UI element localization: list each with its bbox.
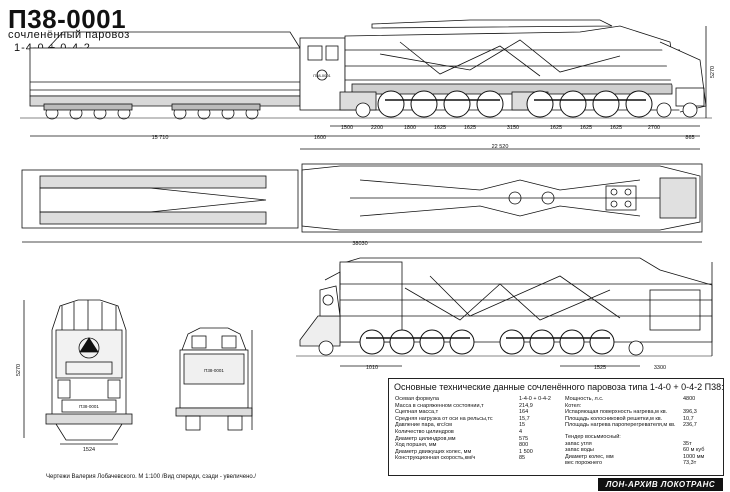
spec-key: Давление пара, кгс/см [395,422,452,429]
spec-row: Площадь колосниковой решетки,м кв. 10,7 [565,416,717,423]
side-view-bottom [296,257,713,367]
dim-865: 865 [685,135,694,141]
spec-row: Тендер восьмиосный: [565,434,717,441]
spec-row: Осевая формула 1-4-0 + 0-4-2 [395,396,553,403]
spec-row: вес порожнего 73,3т [565,460,717,467]
spec-key: Площадь нагрева пароперегревателя,м кв. [565,422,676,429]
rear-view [175,327,253,431]
side-view-top [20,19,712,150]
dim-2700: 2700 [648,125,660,131]
spec-key: Количество цилиндров [395,428,454,435]
spec-key: Тендер восьмиосный: [565,433,621,440]
front-plate: П38-0001 [79,404,99,409]
dim-1625-a: 1625 [434,125,446,131]
spec-value: 73,3т [683,460,697,467]
plan-view [21,163,703,243]
dim-1600: 1600 [314,135,326,141]
spec-value [683,434,717,441]
page-title: П38-0001 [8,4,127,34]
spec-key: Диаметр цилиндров,мм [395,435,456,442]
front-gauge: 1524 [83,447,95,453]
dim-1010: 1010 [366,365,378,371]
front-height: 5270 [16,364,22,376]
spec-value: 4800 [683,396,696,402]
spec-value: 396,3 [683,409,697,416]
spec-row: запас угля 35т [565,441,717,448]
spec-row: Испаряющая поверхность нагрева,м кв. 396,… [565,409,717,416]
spec-row: Конструкционная скорость,км/ч 85 [395,455,553,462]
dim-3150: 3150 [507,125,519,131]
spec-value: 10,7 [683,415,694,422]
dim-1500: 1500 [341,125,353,131]
spec-value: 4 [519,428,523,435]
spec-row: запас воды 60 м куб [565,447,717,454]
spec-row: Площадь нагрева пароперегревателя,м кв. 2… [565,422,717,429]
spec-value: 15 [519,422,526,429]
spec-key: вес порожнего [565,460,603,467]
spec-key: Котел: [565,402,582,409]
spec-row: Средняя нагрузка от оси на рельсы,тс 15,7 [395,416,553,423]
spec-value: 1-4-0 + 0-4-2 [519,396,551,402]
dim-overall-plan: 38030 [352,241,367,247]
spec-key: Средняя нагрузка от оси на рельсы,тс [395,415,493,422]
dim-22520: 22 520 [492,144,509,150]
specs-table: Основные технические данные сочленённого… [388,378,724,476]
rear-plate: П38-0001 [204,368,224,373]
spec-row: Диаметр движущих колес, мм 1 500 [395,449,553,456]
spec-key: Конструкционная скорость,км/ч [395,455,476,462]
spec-value: 85 [519,455,526,462]
spec-key: Диаметр движущих колес, мм [395,448,472,455]
dim-1625-d: 1625 [580,125,592,131]
spec-key: Диаметр колес, мм [565,453,614,460]
spec-key: Ход поршня, мм [395,442,437,449]
dim-2200: 2200 [371,125,383,131]
side-top-plate: П38-0001 [313,73,331,78]
specs-title: Основные технические данные сочленённого… [394,382,724,392]
spec-key: Осевая формула [395,396,439,402]
spec-row: Количество цилиндров 4 [395,429,553,436]
spec-value: 60 м куб [683,447,705,454]
dim-height-5270: 5270 [710,66,716,78]
spec-row: Мощность, л.с. 4800 [565,396,717,403]
spec-row: Сцепная масса,т 164 [395,409,553,416]
spec-value: 236,7 [683,422,697,429]
spec-value: 164 [519,409,529,416]
front-view [23,299,133,445]
dim-1625-c: 1625 [550,125,562,131]
spec-value: 214,9 [519,402,533,409]
spec-value: 1000 мм [683,453,705,460]
dim-15710: 15 710 [152,135,169,141]
spec-key: запас воды [565,447,594,454]
spec-value: 35т [683,440,692,447]
dim-3300: 3300 [654,365,666,371]
spec-row: Масса в снаряженном состоянии,т 214,9 [395,403,553,410]
spec-key: Мощность, л.с. [565,396,604,402]
drawing-credit: Чертежи Валерия Лобачевского. М 1:100 /В… [46,474,257,480]
spec-row: Давление пара, кгс/см 15 [395,422,553,429]
dim-1525: 1525 [594,365,606,371]
spec-row: Котел: [565,403,717,410]
spec-value: 1 500 [519,448,533,455]
spec-key: Площадь колосниковой решетки,м кв. [565,415,663,422]
spec-value: 575 [519,435,529,442]
spec-row: Ход поршня, мм 800 [395,442,553,449]
dim-1625-e: 1625 [610,125,622,131]
spec-key: Масса в снаряженном состоянии,т [395,402,484,409]
spec-row: Диаметр цилиндров,мм 575 [395,436,553,443]
spec-value: 800 [519,442,529,449]
spec-value [683,403,717,410]
dim-1800: 1800 [404,125,416,131]
spec-key: Сцепная масса,т [395,409,439,416]
dim-1625-b: 1625 [464,125,476,131]
spec-row: Диаметр колес, мм 1000 мм [565,454,717,461]
spec-key: запас угля [565,440,592,447]
spec-value: 15,7 [519,415,530,422]
spec-key: Испаряющая поверхность нагрева,м кв. [565,409,668,416]
brand-logo: ЛОН-АРХИВ ЛОКОТРАНС [598,478,723,491]
